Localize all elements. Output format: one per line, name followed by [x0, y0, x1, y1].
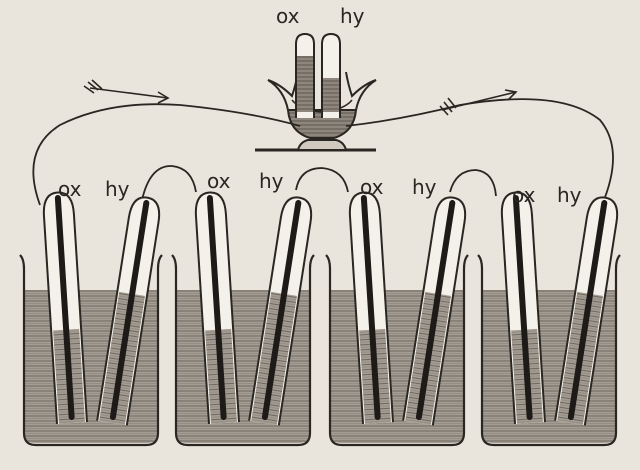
cell-row: [19, 191, 621, 447]
wire-link-1: [141, 165, 197, 201]
wire-left: [32, 103, 301, 206]
top-ox-label: ox: [276, 4, 300, 28]
cell-2-beaker: [171, 254, 315, 447]
cell-4-beaker: [477, 254, 621, 447]
wire-right: [345, 98, 614, 206]
top-hy-label: hy: [340, 4, 365, 28]
cell2-hy-label: hy: [259, 169, 284, 193]
wire-link-3: [449, 169, 497, 197]
external-circuit: [32, 98, 614, 206]
wire-link-2: [295, 167, 349, 193]
cell-4-ox-tube: [500, 191, 546, 425]
cell1-ox-label: ox: [58, 177, 82, 201]
cell-3: [325, 191, 469, 447]
cell-1: [19, 191, 163, 447]
cell-3-ox-tube: [348, 191, 394, 425]
current-arrow-right: [439, 89, 518, 116]
cell3-ox-label: ox: [360, 175, 384, 199]
cell3-hy-label: hy: [412, 175, 437, 199]
cup-lip-left: [267, 71, 299, 111]
cup-lip-right: [345, 71, 377, 111]
top-apparatus: ox hy: [255, 4, 377, 152]
top-ox-tube: [295, 32, 315, 118]
cell2-ox-label: ox: [207, 169, 231, 193]
cell-1-hy-tube: [96, 196, 161, 426]
top-hy-tube: [321, 32, 341, 118]
cell-3-beaker: [325, 254, 469, 447]
cell4-hy-label: hy: [557, 183, 582, 207]
cell-2-ox-tube: [194, 191, 240, 425]
apparatus-foot: [296, 139, 348, 151]
cell-4: [477, 191, 621, 447]
cell4-ox-label: ox: [512, 183, 536, 207]
cell-3-hy-tube: [402, 196, 467, 426]
cell-4-hy-tube: [554, 196, 619, 426]
current-arrow-left: [83, 79, 170, 104]
cell-2-hy-tube: [248, 196, 313, 426]
cell-1-ox-tube: [42, 191, 88, 425]
cell1-hy-label: hy: [105, 177, 130, 201]
cell-2: [171, 191, 315, 447]
cell-1-beaker: [19, 254, 163, 447]
